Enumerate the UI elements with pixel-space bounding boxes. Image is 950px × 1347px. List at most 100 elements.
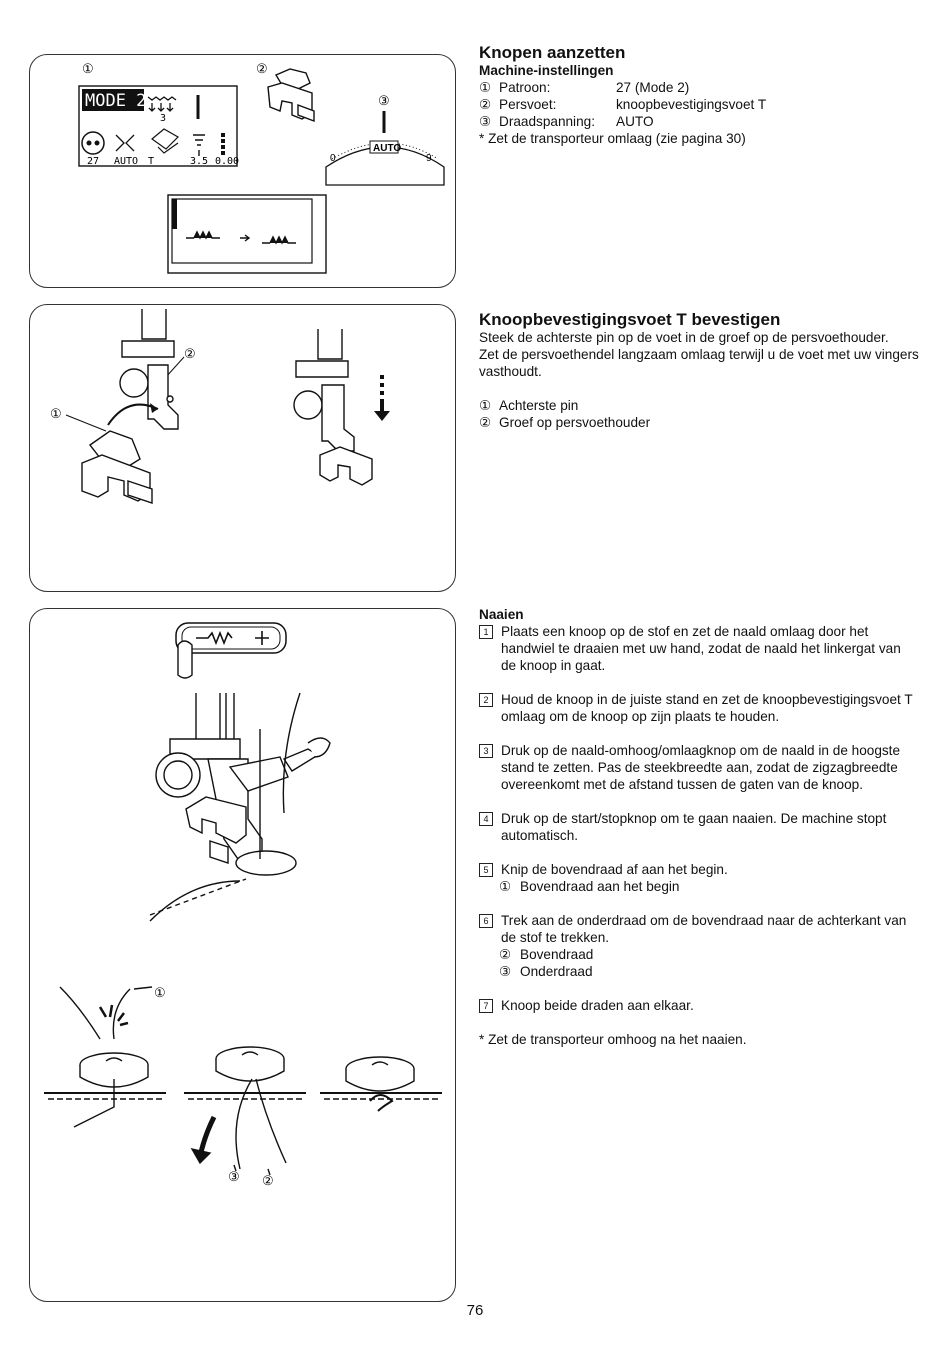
- presser-foot-t: [267, 68, 315, 123]
- sub-text: Onderdraad: [520, 964, 593, 979]
- lcd-tension: AUTO: [114, 156, 138, 167]
- step-number: 6: [479, 914, 493, 928]
- instruction-paragraph: Zet de persvoethendel langzaam omlaag te…: [479, 347, 919, 379]
- setting-value: AUTO: [616, 114, 654, 129]
- setting-number: ③: [479, 114, 492, 129]
- tension-dial: AUTO 0 9: [325, 111, 445, 186]
- setting-label: Draadspanning:: [499, 114, 595, 129]
- step-item: 4 Druk op de start/stopknop om te gaan n…: [479, 810, 919, 844]
- sewing-illustration: ① ③ ②: [44, 622, 442, 1188]
- legend-item: ① Achterste pin: [479, 397, 919, 414]
- step-text: Druk op de start/stopknop om te gaan naa…: [501, 811, 887, 843]
- setting-label: Persvoet:: [499, 97, 557, 112]
- sub-text: Bovendraad aan het begin: [520, 879, 680, 894]
- stitch-width-button: [175, 622, 287, 679]
- legend-text: Achterste pin: [499, 398, 579, 413]
- lcd-mode: MODE 2: [85, 91, 146, 111]
- settings-illustration-panel: ① ② ③ MODE 2 3 27 AUTO: [29, 54, 456, 288]
- step-number: 3: [479, 744, 493, 758]
- lcd-length: 3.5: [190, 156, 208, 167]
- step-sub-item: ② Bovendraad: [479, 946, 919, 963]
- attach-foot-illustration-panel: ② ①: [29, 304, 456, 592]
- legend-number: ①: [479, 398, 492, 413]
- presser-foot-on-button: [155, 692, 331, 876]
- setting-row: ③ Draadspanning: AUTO: [479, 113, 919, 130]
- section-title: Naaien: [479, 607, 524, 622]
- step-item: 5 Knip de bovendraad af aan het begin. ①…: [479, 861, 919, 895]
- legend-text: Groef op persvoethouder: [499, 415, 651, 430]
- step-number: 7: [479, 999, 493, 1013]
- callout-2: ②: [184, 346, 196, 361]
- settings-illustration: ① ② ③ MODE 2 3 27 AUTO: [78, 61, 445, 274]
- sub-number: ②: [499, 947, 512, 962]
- tension-icon: [115, 134, 135, 152]
- section-title: Knopen aanzetten: [479, 43, 626, 62]
- step-text: Trek aan de onderdraad om de bovendraad …: [501, 913, 907, 945]
- dial-right-label: 9: [426, 153, 432, 164]
- sub-number: ③: [499, 964, 512, 979]
- step-number: 4: [479, 812, 493, 826]
- dial-auto-label: AUTO: [373, 143, 401, 154]
- button-step-3: [320, 1056, 442, 1112]
- down-arrow-icon: [374, 375, 390, 421]
- step-text: Knip de bovendraad af aan het begin.: [501, 862, 728, 877]
- setting-row: ① Patroon: 27 (Mode 2): [479, 79, 919, 96]
- step-item: 1 Plaats een knoop op de stof en zet de …: [479, 623, 919, 674]
- zigzag-stitch-icon: [147, 96, 177, 112]
- presser-foot-holder-right: [293, 329, 373, 486]
- callout-2: ②: [256, 61, 268, 76]
- setting-row: ② Persvoet: knoopbevestigingsvoet T: [479, 96, 919, 113]
- setting-value: 27 (Mode 2): [616, 80, 690, 95]
- step-number: 2: [479, 693, 493, 707]
- setting-label: Patroon:: [499, 80, 551, 95]
- length-icon: [193, 134, 205, 156]
- lcd-pattern: 27: [87, 156, 99, 167]
- callout-2: ②: [262, 1173, 274, 1188]
- step-item: 6 Trek aan de onderdraad om de bovendraa…: [479, 912, 919, 980]
- sub-number: ①: [499, 879, 512, 894]
- step-item: 3 Druk op de naald-omhoog/omlaagknop om …: [479, 742, 919, 793]
- step-item: 7 Knoop beide draden aan elkaar.: [479, 997, 919, 1014]
- callout-1: ①: [50, 406, 62, 421]
- step-text: Plaats een knoop op de stof en zet de na…: [501, 624, 901, 673]
- step-text: Druk op de naald-omhoog/omlaagknop om de…: [501, 743, 901, 792]
- section-attach-foot: Knoopbevestigingsvoet T bevestigen Steek…: [479, 311, 919, 431]
- sewing-illustration-panel: ① ③ ②: [29, 608, 456, 1302]
- button-step-2: [184, 1046, 306, 1176]
- lcd-screen: MODE 2 3 27 AUTO T 3.5 0.00: [78, 85, 239, 167]
- setting-number: ①: [479, 80, 492, 95]
- lcd-stitch-preview: [167, 194, 327, 274]
- presser-foot-t-left: [81, 430, 153, 504]
- finger-icon: [177, 640, 193, 679]
- lcd-foot: T: [148, 156, 154, 167]
- setting-number: ②: [479, 97, 492, 112]
- presser-foot-holder-left: [119, 309, 179, 430]
- section-attach-buttons: Knopen aanzetten Machine-instellingen ① …: [479, 44, 919, 147]
- settings-subtitle: Machine-instellingen: [479, 63, 614, 78]
- setting-value: knoopbevestigingsvoet T: [616, 97, 767, 112]
- callout-3: ③: [228, 1169, 240, 1184]
- section-title: Knoopbevestigingsvoet T bevestigen: [479, 310, 781, 329]
- lcd-width: 0.00: [215, 156, 239, 167]
- section-sewing: Naaien 1 Plaats een knoop op de stof en …: [479, 606, 919, 1048]
- step-sub-item: ③ Onderdraad: [479, 963, 919, 980]
- dial-left-label: 0: [330, 153, 336, 164]
- step-text: Houd de knoop in de juiste stand en zet …: [501, 692, 913, 724]
- sub-text: Bovendraad: [520, 947, 594, 962]
- callout-1: ①: [82, 61, 94, 76]
- instruction-paragraph: Steek de achterste pin op de voet in de …: [479, 330, 889, 345]
- attach-foot-illustration: ② ①: [50, 309, 390, 504]
- step-item: 2 Houd de knoop in de juiste stand en ze…: [479, 691, 919, 725]
- sewing-note: * Zet de transporteur omhoog na het naai…: [479, 1032, 747, 1047]
- legend-item: ② Groef op persvoethouder: [479, 414, 919, 431]
- step-number: 5: [479, 863, 493, 877]
- callout-3: ③: [378, 93, 390, 108]
- lcd-sub-number: 3: [160, 113, 166, 124]
- step-sub-item: ① Bovendraad aan het begin: [479, 878, 919, 895]
- presser-foot-icon: [151, 128, 179, 154]
- settings-note: * Zet de transporteur omlaag (zie pagina…: [479, 131, 746, 146]
- step-text: Knoop beide draden aan elkaar.: [501, 998, 694, 1013]
- page-number: 76: [466, 1302, 484, 1319]
- legend-number: ②: [479, 415, 492, 430]
- button-sew-icon: [81, 131, 105, 155]
